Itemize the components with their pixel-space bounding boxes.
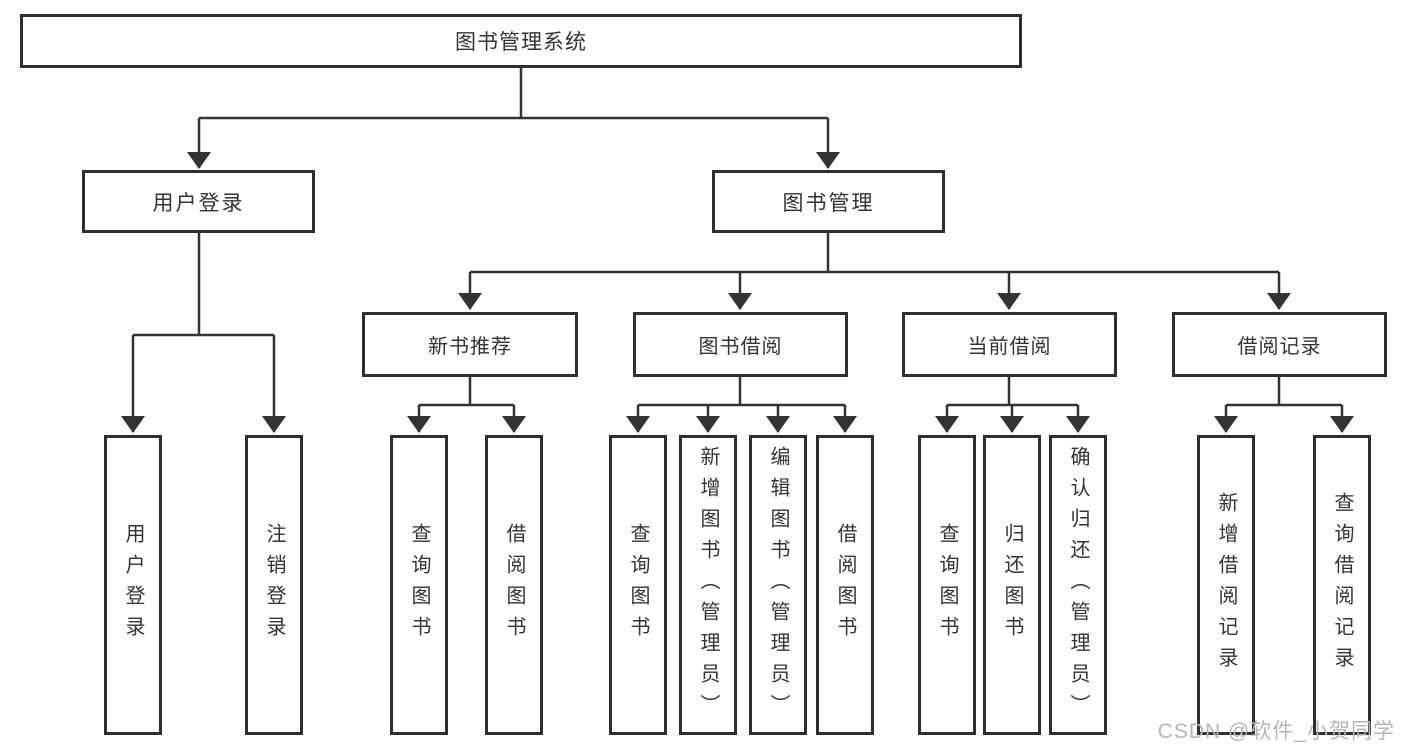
node-book-management: 图书管理 [712, 170, 945, 233]
node-confirm-return-admin: 确认归还（管理员） [1049, 435, 1107, 735]
node-new-book-recommend: 新书推荐 [362, 312, 578, 377]
node-add-borrow-record: 新增借阅记录 [1197, 435, 1255, 735]
node-add-books-admin: 新增图书（管理员） [679, 435, 737, 735]
node-query-books-current: 查询图书 [918, 435, 976, 735]
node-label: 归还图书 [1001, 523, 1023, 647]
node-user-login-branch: 用户登录 [82, 170, 315, 233]
node-borrow-books-recommend: 借阅图书 [485, 435, 543, 735]
node-user-login-action: 用户登录 [104, 435, 162, 735]
node-return-books: 归还图书 [983, 435, 1041, 735]
node-edit-books-admin: 编辑图书（管理员） [749, 435, 807, 735]
node-label: 查询图书 [936, 523, 958, 647]
node-library-system: 图书管理系统 [20, 14, 1022, 68]
node-current-borrow: 当前借阅 [902, 312, 1117, 377]
node-logout: 注销登录 [245, 435, 303, 735]
node-book-borrow: 图书借阅 [633, 312, 848, 377]
node-query-borrow-record: 查询借阅记录 [1313, 435, 1371, 735]
node-label: 新增借阅记录 [1215, 492, 1237, 678]
node-label: 查询图书 [627, 523, 649, 647]
node-label: 用户登录 [122, 523, 144, 647]
node-query-books-recommend: 查询图书 [390, 435, 448, 735]
node-label: 编辑图书（管理员） [767, 445, 789, 725]
node-borrow-books: 借阅图书 [816, 435, 874, 735]
node-label: 新增图书（管理员） [697, 445, 719, 725]
node-label: 借阅图书 [503, 523, 525, 647]
node-label: 注销登录 [263, 523, 285, 647]
node-label: 确认归还（管理员） [1067, 445, 1089, 725]
node-borrow-records: 借阅记录 [1172, 312, 1387, 377]
csdn-watermark: CSDN @软件_小贺同学 [1157, 720, 1395, 743]
node-label: 查询借阅记录 [1331, 492, 1353, 678]
node-label: 借阅图书 [834, 523, 856, 647]
node-query-books-borrow: 查询图书 [609, 435, 667, 735]
node-label: 查询图书 [408, 523, 430, 647]
